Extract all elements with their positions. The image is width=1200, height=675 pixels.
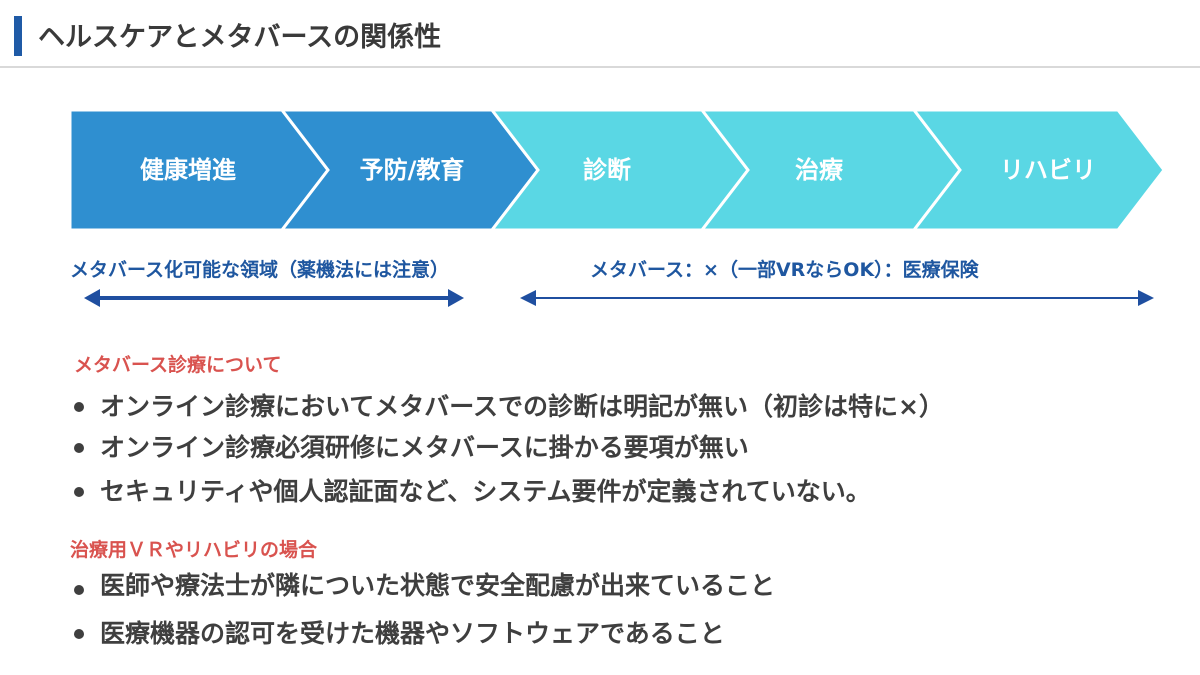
list-item-text: 医療機器の認可を受けた機器やソフトウェアであること [100,619,725,648]
list-item-text: オンライン診療必須研修にメタバースに掛かる要項が無い [100,433,749,462]
flow-step-label-5: リハビリ [1000,156,1096,184]
section-heading-vr-rehab: 治療用ＶＲやリハビリの場合 [70,539,318,561]
list-item: 医師や療法士が隣についた状態で安全配慮が出来ていること [72,566,775,614]
list-item: 医療機器の認可を受けた機器やソフトウェアであること [72,614,775,654]
left-range-arrowhead-left [84,289,100,307]
flow-step-label-3: 診断 [583,156,631,184]
header-accent-bar [14,16,22,56]
list-item-text: オンライン診療においてメタバースでの診断は明記が無い（初診は特に×） [100,392,944,421]
list-item: オンライン診療においてメタバースでの診断は明記が無い（初診は特に×） [72,388,944,426]
bullet-icon [74,402,84,412]
flow-step-health-promotion: 健康増進 [68,108,330,232]
flow-step-label-2: 予防/教育 [360,156,465,184]
flow-step-label-4: 治療 [795,156,844,184]
section-heading-metaverse-care: メタバース診療について [74,354,282,376]
list-item: オンライン診療必須研修にメタバースに掛かる要項が無い [72,426,944,470]
slide-header: ヘルスケアとメタバースの関係性 [0,0,1200,68]
right-range-arrow [520,290,1154,306]
metaverse-care-list: オンライン診療においてメタバースでの診断は明記が無い（初診は特に×） オンライン… [72,388,944,514]
flow-step-rehabilitation: リハビリ [910,108,1166,232]
bullet-icon [74,443,84,453]
slide-title: ヘルスケアとメタバースの関係性 [38,22,442,53]
flow-chevron-5 [910,108,1166,232]
left-range-arrow [84,289,464,307]
left-range-label: メタバース化可能な領域（薬機法には注意） [70,259,450,281]
right-range-arrowhead-right [1138,290,1154,306]
vr-rehab-list: 医師や療法士が隣についた状態で安全配慮が出来ていること 医療機器の認可を受けた機… [72,566,775,654]
bullet-icon [74,487,84,497]
list-item-text: セキュリティや個人認証面など、システム要件が定義されていない。 [100,477,871,506]
right-range-label: メタバース：×（一部VRならOK）：医療保険 [590,259,979,281]
flow-step-label-1: 健康増進 [140,156,236,184]
left-range-arrowhead-right [448,289,464,307]
bullet-icon [74,629,84,639]
list-item-text: 医師や療法士が隣についた状態で安全配慮が出来ていること [100,571,776,600]
list-item: セキュリティや個人認証面など、システム要件が定義されていない。 [72,470,944,514]
bullet-icon [74,585,84,595]
right-range-arrowhead-left [520,290,536,306]
